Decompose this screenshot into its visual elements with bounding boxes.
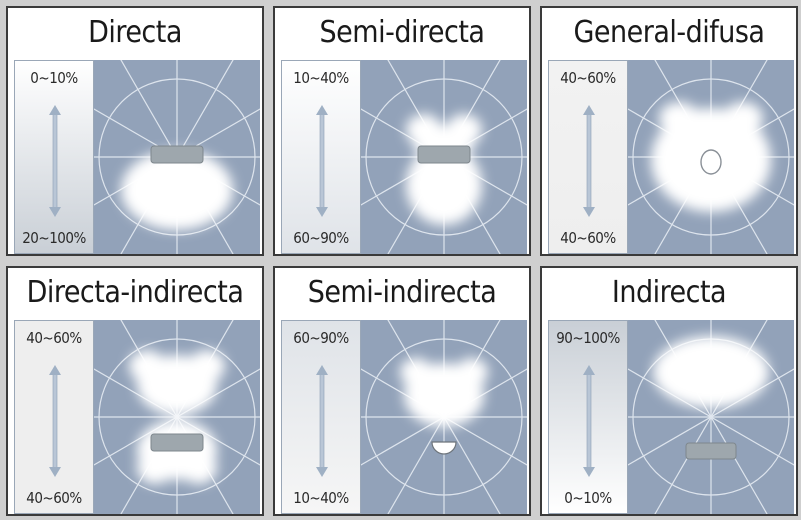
- downward-flux-label: 0~10%: [564, 489, 612, 507]
- polar-diagram-diffuse: [628, 60, 794, 254]
- downward-flux-label: 40~60%: [560, 229, 616, 247]
- flux-scale: 10~40% 60~90%: [281, 60, 361, 254]
- upward-flux-label: 0~10%: [30, 69, 78, 87]
- downward-flux-label: 10~40%: [293, 489, 349, 507]
- light-distribution: [121, 150, 233, 230]
- panel-indirect: Indirecta 90~100% 0~10%: [540, 266, 798, 516]
- double-arrow-icon: [316, 105, 328, 217]
- downward-flux-label: 60~90%: [293, 229, 349, 247]
- distribution-diagram: [94, 60, 260, 254]
- flux-arrow: [583, 365, 595, 477]
- double-arrow-icon: [49, 365, 61, 477]
- panel-title: General-difusa: [573, 15, 765, 50]
- panel-direct-indirect: Directa-indirecta 40~60% 40~60%: [6, 266, 264, 516]
- upward-flux-label: 60~90%: [293, 329, 349, 347]
- distribution-diagram: [361, 60, 527, 254]
- light-distribution: [651, 102, 771, 212]
- panel-title: Indirecta: [611, 275, 727, 310]
- flux-arrow: [316, 105, 328, 217]
- luminaire-fixture: [417, 145, 471, 164]
- panel-direct: Directa 0~10% 20~100%: [6, 6, 264, 256]
- polar-diagram-semi-direct: [361, 60, 527, 254]
- distribution-diagram: [94, 320, 260, 514]
- flux-scale: 90~100% 0~10%: [548, 320, 628, 514]
- light-distribution: [400, 358, 488, 427]
- flux-arrow: [49, 105, 61, 217]
- luminaire-fixture: [150, 145, 204, 164]
- polar-diagram-direct: [94, 60, 260, 254]
- distribution-diagram: [628, 60, 794, 254]
- flux-arrow: [316, 365, 328, 477]
- upward-flux-label: 90~100%: [556, 329, 620, 347]
- panel-diffuse: General-difusa 40~60% 40~60%: [540, 6, 798, 256]
- panel-semi-direct: Semi-directa 10~40% 60~90%: [273, 6, 531, 256]
- upward-flux-label: 10~40%: [293, 69, 349, 87]
- distribution-diagram: [628, 320, 794, 514]
- panel-title: Directa: [88, 15, 182, 50]
- panel-title: Directa-indirecta: [26, 275, 244, 310]
- upward-flux-label: 40~60%: [26, 329, 82, 347]
- flux-scale: 0~10% 20~100%: [14, 60, 94, 254]
- polar-diagram-indirect: [628, 320, 794, 514]
- luminaire-fixture: [685, 442, 737, 460]
- panel-title: Semi-indirecta: [307, 275, 497, 310]
- panel-semi-indirect: Semi-indirecta 60~90% 10~40%: [273, 266, 531, 516]
- flux-scale: 40~60% 40~60%: [548, 60, 628, 254]
- polar-diagram-semi-indirect: [361, 320, 527, 514]
- downward-flux-label: 40~60%: [26, 489, 82, 507]
- double-arrow-icon: [316, 365, 328, 477]
- flux-scale: 60~90% 10~40%: [281, 320, 361, 514]
- light-distribution: [406, 114, 482, 225]
- luminaire-bowl: [431, 441, 457, 455]
- panel-title: Semi-directa: [319, 15, 485, 50]
- distribution-diagram: [361, 320, 527, 514]
- downward-flux-label: 20~100%: [22, 229, 86, 247]
- luminaire-fixture: [150, 433, 204, 452]
- double-arrow-icon: [583, 365, 595, 477]
- light-distribution: [653, 336, 769, 408]
- double-arrow-icon: [583, 105, 595, 217]
- upward-flux-label: 40~60%: [560, 69, 616, 87]
- polar-grid: [628, 320, 794, 514]
- luminaire-globe: [700, 149, 722, 175]
- flux-arrow: [49, 365, 61, 477]
- polar-diagram-direct-indirect: [94, 320, 260, 514]
- double-arrow-icon: [49, 105, 61, 217]
- polar-grid: [94, 320, 260, 514]
- flux-scale: 40~60% 40~60%: [14, 320, 94, 514]
- flux-arrow: [583, 105, 595, 217]
